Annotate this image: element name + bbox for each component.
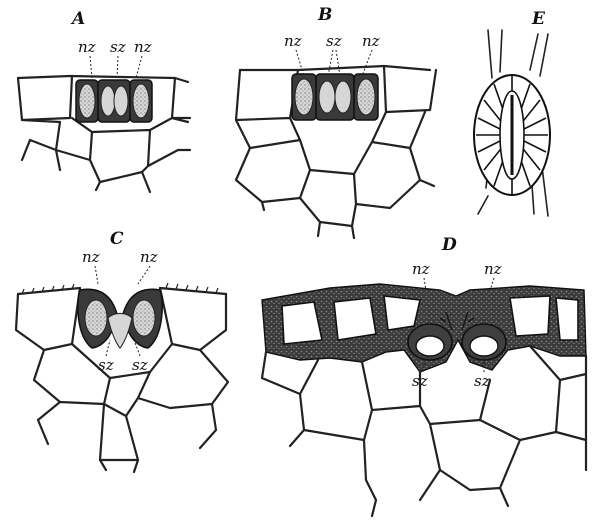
panel-c-nz-left: nz <box>82 248 100 266</box>
panel-a-nz-right: nz <box>134 38 152 56</box>
panel-a-nz-left: nz <box>78 38 96 56</box>
panel-c-sz-left: sz <box>98 356 114 374</box>
panel-a-sz: sz <box>110 38 126 56</box>
panel-a: A nz sz nz <box>18 9 190 192</box>
panel-c-nz-right: nz <box>140 248 158 266</box>
panel-b-sz: sz <box>326 32 342 50</box>
panel-b-label: B <box>317 5 332 25</box>
panel-d-sz-left: sz <box>412 372 428 390</box>
panel-d-nz-left: nz <box>412 260 430 278</box>
panel-a-label: A <box>70 9 85 29</box>
panel-e: E <box>474 9 550 216</box>
panel-b-nz-right: nz <box>362 32 380 50</box>
panel-c: C nz nz sz sz <box>16 229 228 472</box>
panel-c-sz-right: sz <box>132 356 148 374</box>
panel-d: D nz nz sz sz <box>262 235 586 516</box>
panel-b: B nz sz nz <box>236 5 436 238</box>
panel-b-nz-left: nz <box>284 32 302 50</box>
panel-d-sz-right: sz <box>474 372 490 390</box>
panel-c-label: C <box>110 229 124 249</box>
panel-e-label: E <box>531 9 546 29</box>
panel-d-nz-right: nz <box>484 260 502 278</box>
panel-d-label: D <box>441 235 457 255</box>
